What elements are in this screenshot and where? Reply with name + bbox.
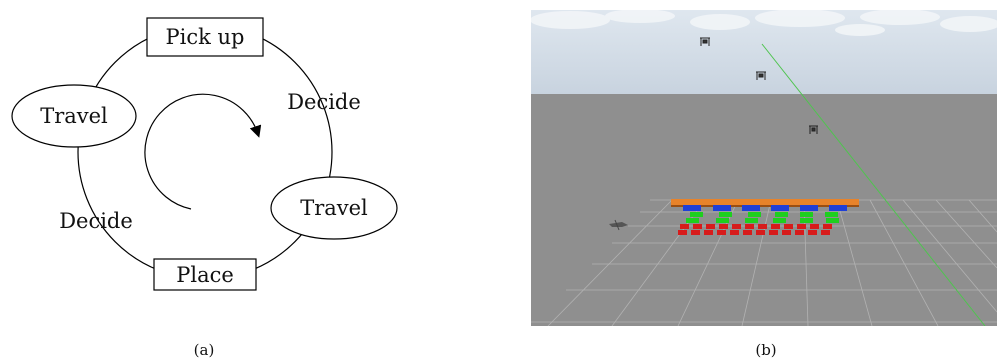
blue-block-row bbox=[683, 205, 847, 211]
clouds bbox=[531, 10, 997, 36]
cycle-direction-arrow bbox=[144, 93, 262, 210]
caption-a: (a) bbox=[194, 341, 215, 359]
node-travel-left-label: Travel bbox=[40, 104, 108, 128]
drone-1 bbox=[700, 37, 710, 46]
node-pick-up: Pick up bbox=[146, 17, 264, 57]
caption-b: (b) bbox=[755, 341, 776, 359]
red-block-grid bbox=[678, 224, 832, 235]
drone-2 bbox=[756, 71, 766, 80]
green-block-rows bbox=[686, 212, 839, 223]
conveyor-shelf bbox=[671, 199, 859, 207]
edge-label-decide-left: Decide bbox=[59, 209, 133, 233]
node-pick-up-label: Pick up bbox=[166, 25, 245, 49]
green-ray bbox=[761, 43, 986, 326]
drone-3 bbox=[809, 125, 818, 134]
cycle-circle bbox=[77, 24, 333, 280]
node-place-label: Place bbox=[176, 263, 234, 287]
ground-plane bbox=[531, 94, 997, 326]
panel-b-simulation-render bbox=[531, 10, 997, 326]
node-travel-right-label: Travel bbox=[300, 196, 368, 220]
node-place: Place bbox=[153, 258, 257, 291]
panel-a-cycle-diagram: Pick up Place Travel Travel Decide Decid… bbox=[11, 17, 398, 359]
ground-robot bbox=[609, 219, 628, 231]
edge-label-decide-right: Decide bbox=[287, 90, 361, 114]
node-travel-left: Travel bbox=[11, 84, 137, 148]
node-travel-right: Travel bbox=[270, 176, 398, 240]
